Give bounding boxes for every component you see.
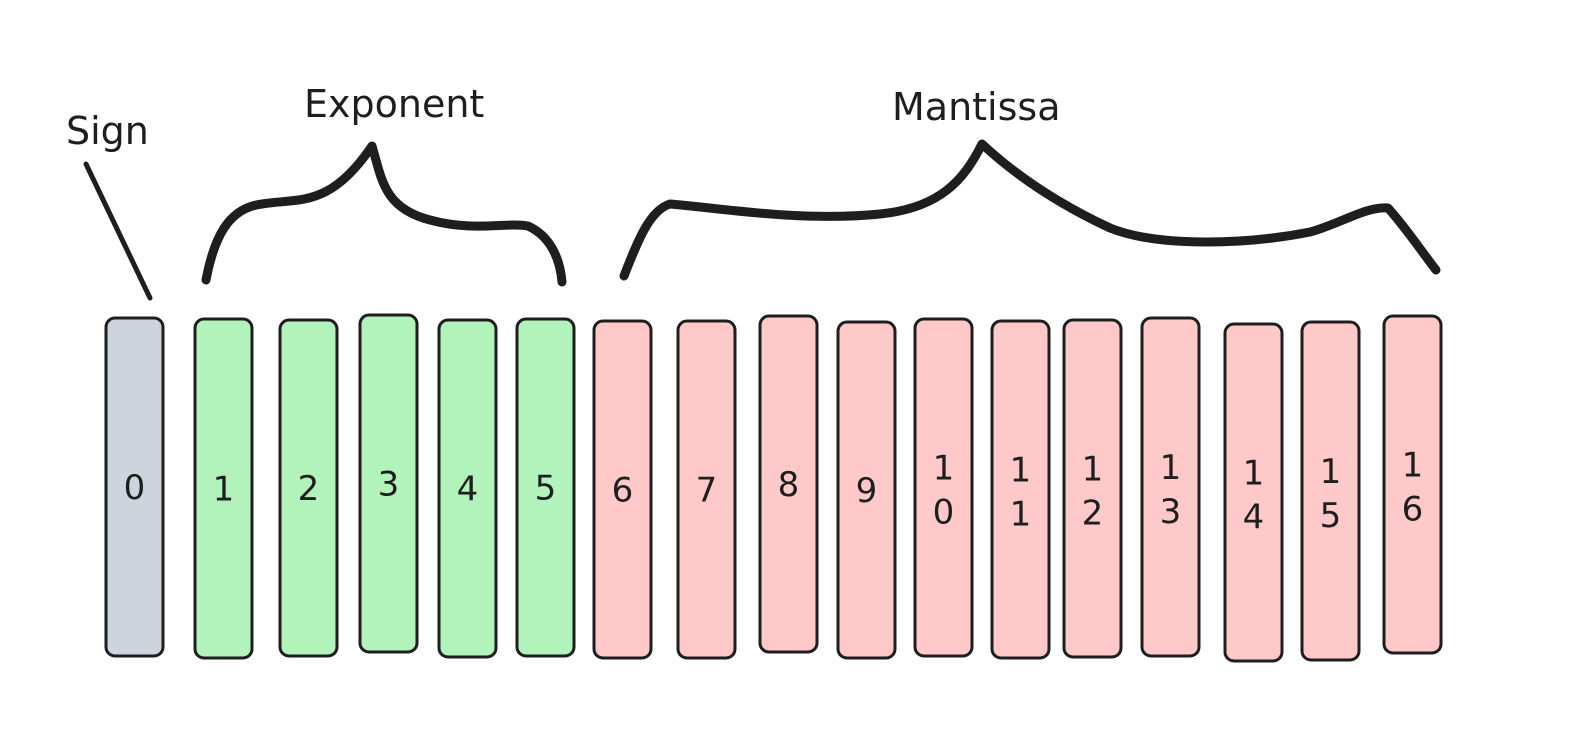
sign-pointer-line [83, 161, 153, 301]
bit-index-label: 6 [612, 471, 634, 511]
bit-box [193, 317, 254, 660]
exponent-brace [201, 141, 567, 287]
bit-7: 7 [676, 319, 737, 660]
bit-index-label: 0 [124, 468, 146, 508]
mantissa-brace [619, 139, 1441, 281]
bit-box [1223, 322, 1284, 663]
bit-box [104, 316, 165, 658]
bit-index-label: 3 [378, 465, 400, 505]
bit-9: 9 [836, 320, 897, 660]
bit-6: 6 [592, 319, 653, 660]
bit-box [913, 317, 974, 658]
bit-3: 3 [358, 313, 419, 654]
bit-index-label: 2 [298, 469, 320, 509]
bit-index-label: 8 [778, 465, 800, 505]
mantissa-label: Mantissa [892, 85, 1061, 129]
bit-0: 0 [104, 316, 165, 658]
bit-4: 4 [437, 318, 498, 659]
bit-5: 5 [515, 317, 576, 658]
bit-box [1300, 320, 1361, 662]
bit-box [1062, 318, 1123, 659]
bit-1: 1 [193, 317, 254, 660]
bit-box [758, 314, 819, 654]
bit-box [990, 319, 1051, 660]
bit-box [676, 319, 737, 660]
bit-box [358, 313, 419, 654]
bit-box [515, 317, 576, 658]
exponent-label: Exponent [304, 82, 484, 126]
bit-2: 2 [278, 318, 339, 658]
bit-index-label: 5 [535, 469, 557, 509]
bit-index-label: 1 [213, 470, 235, 510]
bit-box [592, 319, 653, 660]
bit-index-label: 9 [856, 471, 878, 511]
bit-box [278, 318, 339, 658]
bit-8: 8 [758, 314, 819, 654]
bit-box [1140, 316, 1201, 658]
bit-box [1382, 314, 1443, 655]
bit-index-label: 7 [696, 471, 718, 511]
bit-box [836, 320, 897, 660]
sign-label: Sign [66, 109, 149, 153]
bit-box [437, 318, 498, 659]
bit-index-label: 4 [457, 470, 479, 510]
